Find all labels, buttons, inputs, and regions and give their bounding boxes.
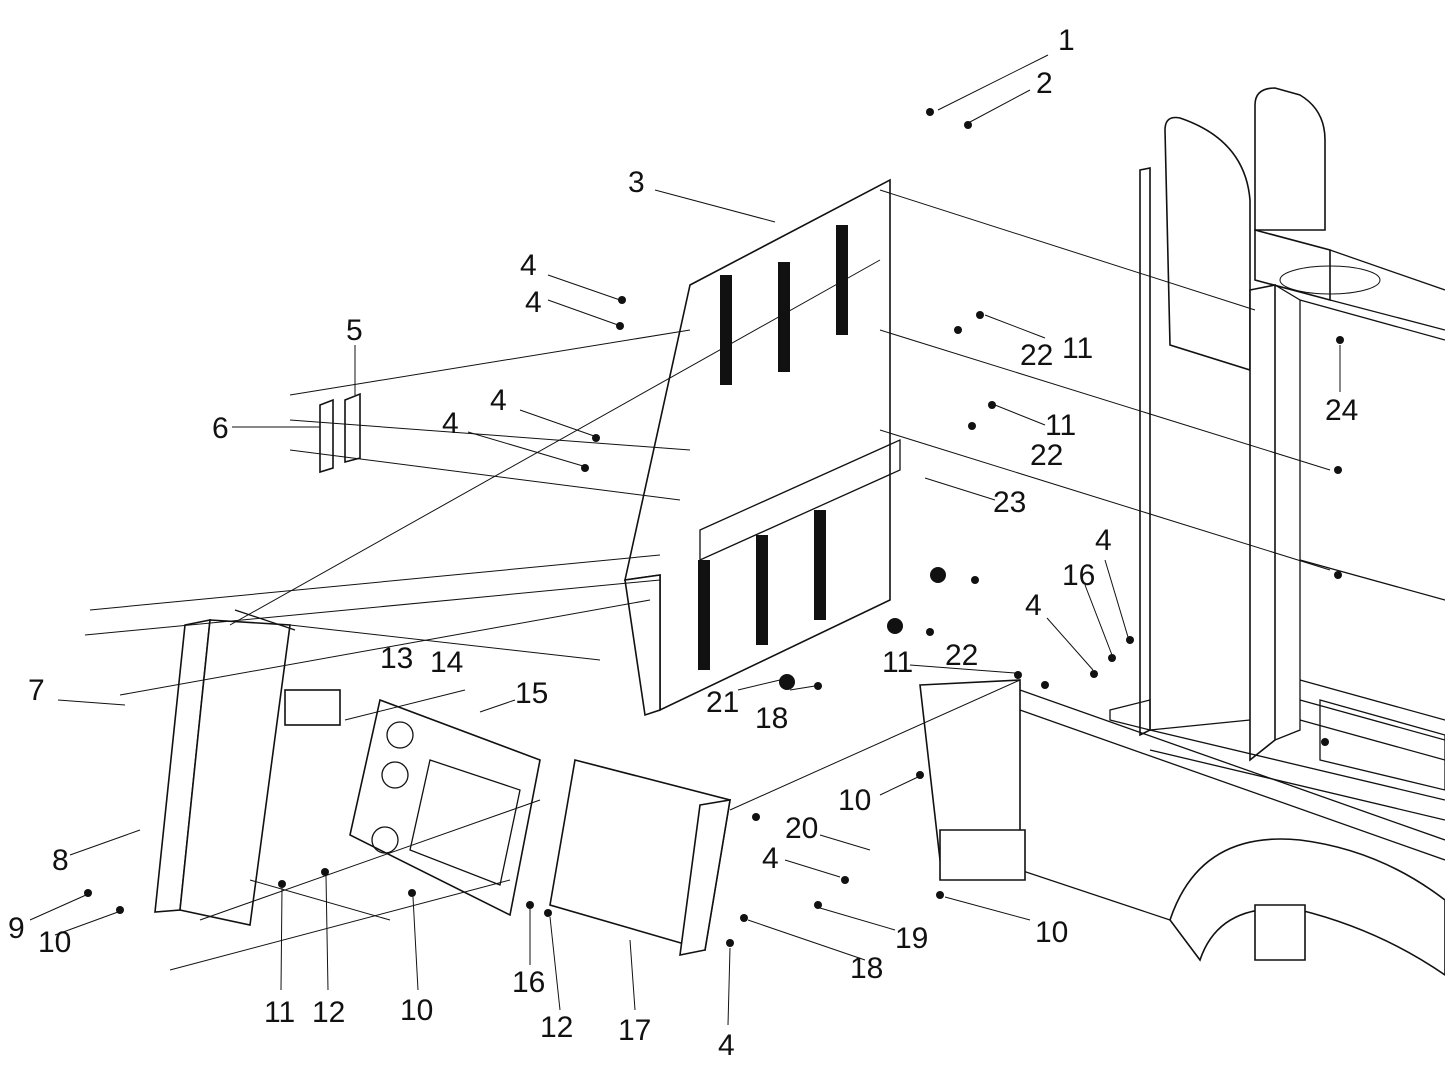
callout-24: 24 <box>1325 394 1358 427</box>
callout-22b: 22 <box>1030 439 1063 472</box>
callout-8: 8 <box>52 844 69 877</box>
callout-13: 13 <box>380 642 413 675</box>
callout-15: 15 <box>515 677 548 710</box>
callout-12b: 12 <box>540 1011 573 1044</box>
callout-12a: 12 <box>312 996 345 1029</box>
callout-3: 3 <box>628 166 645 199</box>
leader-lines <box>29 54 1341 1026</box>
callout-labels: 1 2 3 4 4 5 6 4 4 11 22 11 22 24 23 4 16… <box>8 24 1358 1062</box>
callout-11b: 11 <box>1045 409 1076 442</box>
callout-4a: 4 <box>520 249 537 282</box>
left-bracket <box>154 609 296 926</box>
callout-2: 2 <box>1036 67 1053 100</box>
callout-9: 9 <box>8 912 25 945</box>
callout-18b: 18 <box>850 952 883 985</box>
callout-11d: 11 <box>264 996 295 1029</box>
callout-16a: 16 <box>1062 559 1095 592</box>
side-plates <box>319 392 361 474</box>
callout-10b: 10 <box>38 926 71 959</box>
callout-20: 20 <box>785 812 818 845</box>
fasteners <box>84 108 1344 947</box>
callout-10a: 10 <box>838 784 871 817</box>
frame-tube <box>919 679 1026 881</box>
callout-6: 6 <box>212 412 229 445</box>
callout-14: 14 <box>430 646 463 679</box>
callout-10c: 10 <box>400 994 433 1027</box>
callout-4h: 4 <box>718 1029 735 1062</box>
assembly-lines <box>84 189 1331 971</box>
callout-16b: 16 <box>512 966 545 999</box>
callout-4e: 4 <box>1095 524 1112 557</box>
callout-4c: 4 <box>490 384 507 417</box>
callout-1: 1 <box>1058 24 1075 57</box>
callout-17: 17 <box>618 1014 651 1047</box>
callout-4f: 4 <box>1025 589 1042 622</box>
callout-4b: 4 <box>525 286 542 319</box>
chassis-frame <box>1019 87 1445 976</box>
gauge-panel <box>349 698 541 917</box>
center-panel <box>623 178 901 717</box>
callout-5: 5 <box>346 314 363 347</box>
control-box-cover <box>549 759 731 957</box>
callout-22a: 22 <box>1020 339 1053 372</box>
callout-11c: 11 <box>882 646 913 679</box>
callout-19: 19 <box>895 922 928 955</box>
terminal-block <box>284 689 341 726</box>
callout-7: 7 <box>28 674 45 707</box>
callout-11a: 11 <box>1062 332 1093 365</box>
callout-23: 23 <box>993 486 1026 519</box>
callout-18a: 18 <box>755 702 788 735</box>
callout-22c: 22 <box>945 639 978 672</box>
callout-4d: 4 <box>442 407 459 440</box>
callout-10d: 10 <box>1035 916 1068 949</box>
callout-21: 21 <box>706 686 739 719</box>
callout-4g: 4 <box>762 842 779 875</box>
